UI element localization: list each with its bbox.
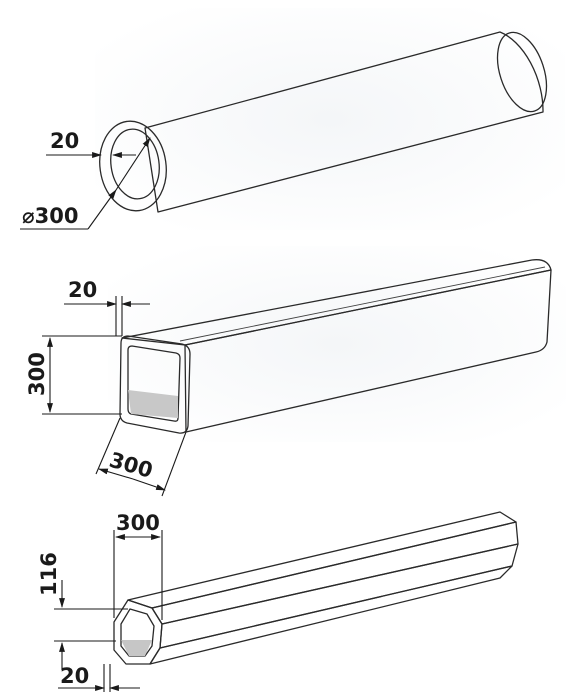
round-tube-body (144, 31, 544, 213)
round-tube (95, 8, 565, 230)
round-diameter-line (115, 137, 151, 191)
square-tube-edge-highlight (179, 266, 546, 342)
oct-side-label: 116 (37, 552, 61, 596)
square-tube-end-face (119, 335, 191, 434)
square-tube-bore-shadow (128, 390, 178, 418)
octagonal-tube (113, 511, 519, 665)
octagonal-tube-dimensions: 300 116 20 (37, 511, 163, 692)
oct-tube-bore-shadow (121, 640, 152, 656)
sq-wall-label: 20 (68, 278, 97, 302)
sq-width-label: 300 (107, 448, 156, 483)
square-tube (108, 246, 566, 442)
oct-wall-label: 20 (60, 664, 89, 688)
round-tube-far-end (496, 31, 548, 113)
oct-width-label: 300 (116, 511, 160, 535)
oct-tube-upper-face (151, 521, 519, 625)
square-tube-bore (127, 345, 181, 422)
round-tube-dimensions: 20 ⌀300 (20, 129, 151, 230)
round-diameter-label: ⌀300 (22, 204, 78, 228)
round-tube-bore (110, 128, 160, 200)
sq-width-arrow-left (98, 468, 134, 480)
round-tube-backdrop (95, 8, 565, 230)
square-tube-side-face (184, 269, 552, 433)
oct-tube-middle-face (159, 543, 519, 649)
sq-width-ext-left (95, 417, 121, 475)
round-tube-end-face (99, 120, 167, 212)
sq-width-ext-right (161, 431, 187, 497)
round-diameter-leader (87, 189, 117, 230)
oct-tube-end-face (113, 599, 163, 665)
sq-height-label: 300 (25, 352, 49, 396)
oct-tube-top-face (127, 511, 517, 609)
round-wall-label: 20 (50, 129, 79, 153)
sq-width-arrow-right (132, 478, 166, 491)
